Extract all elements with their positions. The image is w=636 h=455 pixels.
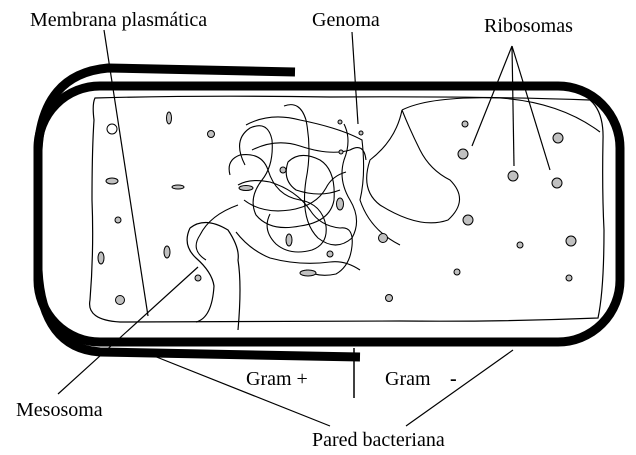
- ribosome: [280, 167, 286, 173]
- ribosome: [463, 215, 473, 225]
- granule: [172, 185, 184, 189]
- ribosome: [107, 124, 117, 134]
- label-mesosome: Mesosoma: [16, 399, 103, 421]
- label-ribosomes: Ribosomas: [484, 15, 573, 37]
- leader-genome: [352, 32, 358, 124]
- ribosome: [508, 171, 518, 181]
- granule: [337, 198, 344, 210]
- ribosome: [458, 149, 468, 159]
- label-gram-positive: Gram +: [246, 368, 308, 390]
- granule: [239, 186, 253, 191]
- ribosome: [553, 133, 563, 143]
- ribosome: [339, 150, 343, 154]
- ribosomes: [107, 120, 576, 305]
- granule: [167, 112, 172, 124]
- label-gram-negative: Gram: [385, 368, 431, 390]
- leader-ribosome-2: [512, 46, 514, 166]
- cell-wall-gram-negative: [38, 86, 620, 342]
- granule: [286, 234, 292, 246]
- ribosome: [517, 242, 523, 248]
- leader-ribosome-1: [472, 46, 512, 146]
- granule: [106, 178, 118, 184]
- ribosome: [379, 234, 388, 243]
- nucleoid-region: [246, 98, 600, 245]
- granule: [300, 270, 316, 276]
- ribosome: [208, 131, 215, 138]
- leader-mesosome: [58, 267, 198, 394]
- ribosome: [195, 275, 201, 281]
- granule: [164, 246, 170, 258]
- ribosome: [359, 131, 363, 135]
- ribosome: [116, 296, 125, 305]
- nucleoid-lobe: [196, 205, 360, 270]
- ribosome: [462, 121, 468, 127]
- ribosome: [552, 178, 562, 188]
- label-genome: Genoma: [312, 9, 380, 31]
- ribosome: [115, 217, 121, 223]
- label-gram-negative-sign: -: [450, 368, 457, 390]
- leader-ribosome-3: [512, 46, 550, 170]
- ribosome: [338, 120, 342, 124]
- leader-wall-1: [154, 356, 330, 426]
- ribosome: [566, 275, 572, 281]
- ribosome: [454, 269, 460, 275]
- granule: [98, 252, 104, 264]
- label-membrane: Membrana plasmática: [30, 9, 207, 31]
- ribosome: [327, 251, 333, 257]
- ribosome: [566, 236, 576, 246]
- ribosome: [386, 295, 393, 302]
- label-wall: Pared bacteriana: [312, 429, 445, 450]
